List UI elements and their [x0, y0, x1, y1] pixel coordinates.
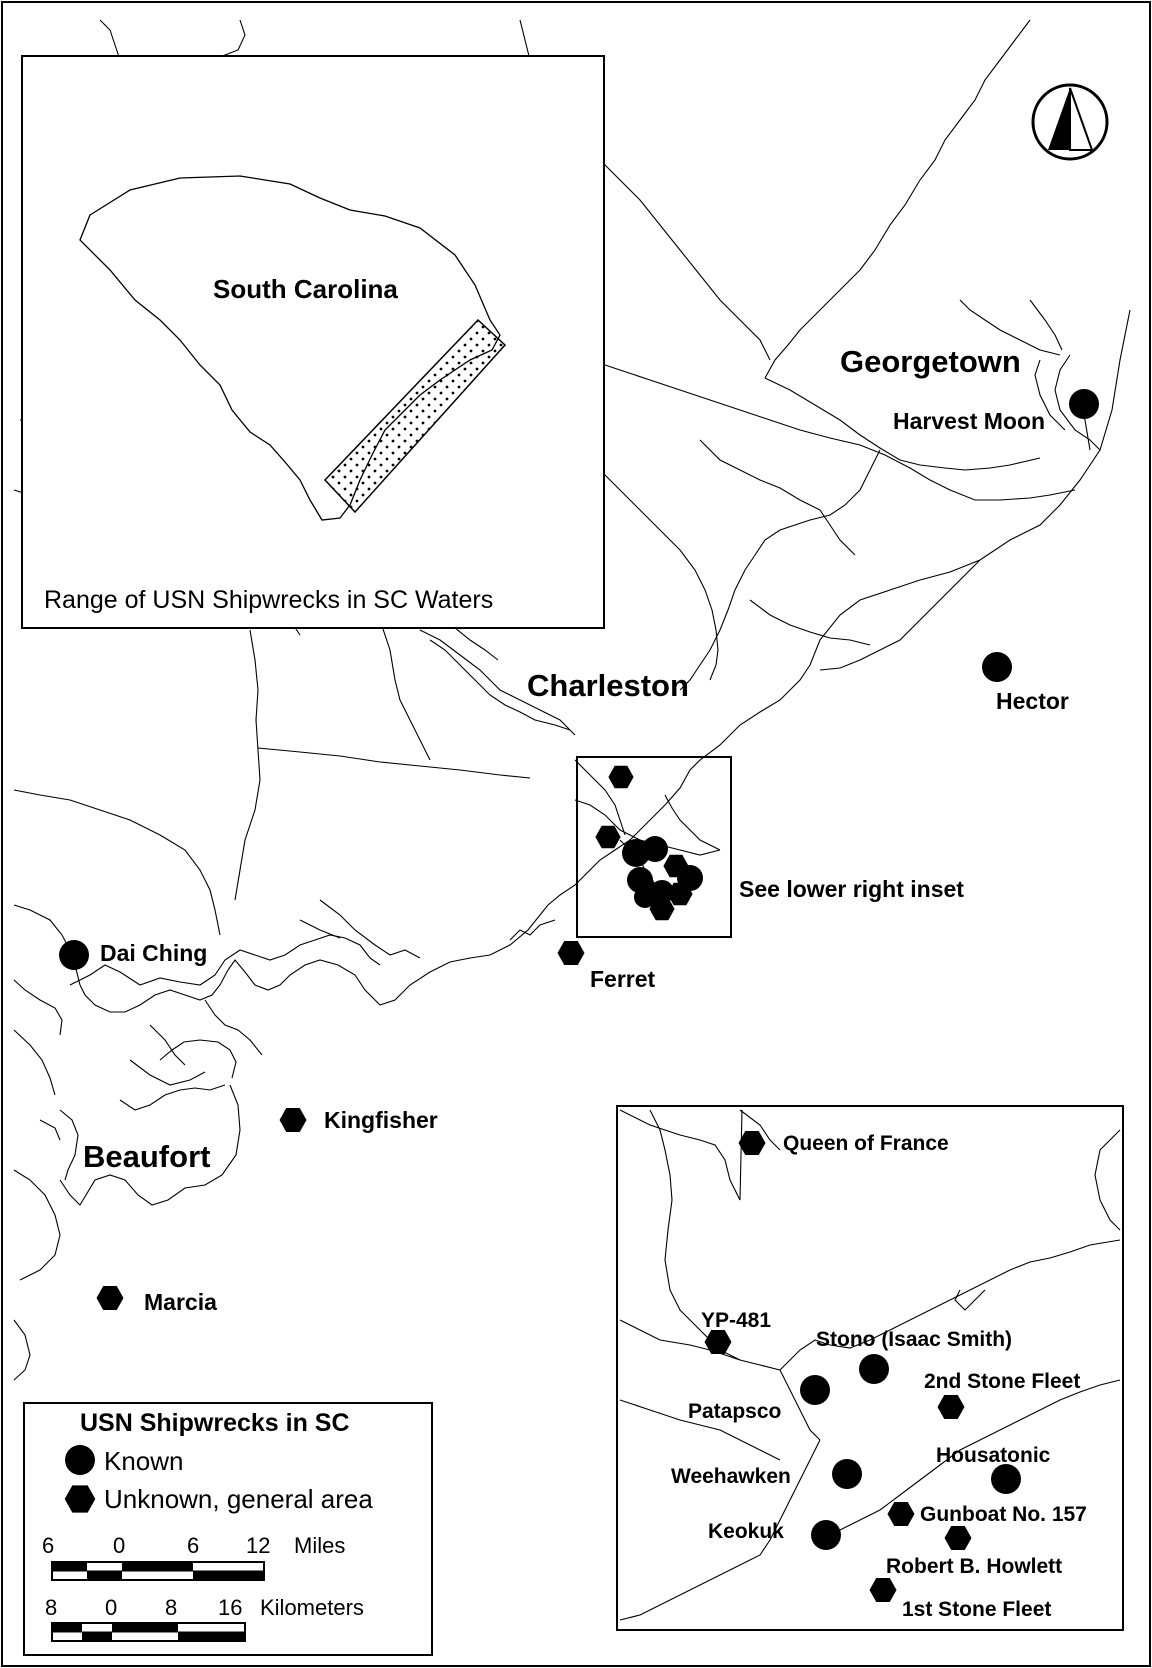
- harbor-callout-box: [576, 756, 732, 938]
- state-label: South Carolina: [213, 274, 398, 304]
- hector-marker: [982, 652, 1012, 682]
- label-queen-of-france: Queen of France: [783, 1132, 949, 1155]
- label-keokuk: Keokuk: [708, 1520, 784, 1543]
- north-arrow-icon: [1031, 83, 1109, 161]
- label-weehawken: Weehawken: [671, 1465, 791, 1488]
- harvest-moon-marker: [1069, 389, 1099, 419]
- km-tick-3: 8: [165, 1595, 178, 1620]
- dai-ching-marker: [59, 940, 89, 970]
- legend-known-marker: [65, 1445, 95, 1475]
- km-scale-bar: [51, 1622, 246, 1642]
- harbor-inset: [616, 1105, 1124, 1631]
- label-ferret: Ferret: [590, 966, 656, 992]
- miles-tick-4: 12: [246, 1533, 271, 1558]
- legend-unknown-label: Unknown, general area: [104, 1484, 373, 1514]
- label-yp-481: YP-481: [701, 1309, 772, 1332]
- ferret-marker: [557, 941, 585, 965]
- label-hector: Hector: [996, 688, 1069, 714]
- state-inset: [21, 55, 605, 629]
- miles-tick-1: 6: [42, 1533, 55, 1558]
- label-gunboat-157: Gunboat No. 157: [920, 1503, 1087, 1526]
- label-marcia: Marcia: [144, 1289, 217, 1315]
- state-inset-caption: Range of USN Shipwrecks in SC Waters: [44, 586, 494, 614]
- km-tick-2: 0: [105, 1595, 118, 1620]
- label-housatonic: Housatonic: [936, 1444, 1051, 1467]
- label-kingfisher: Kingfisher: [324, 1107, 438, 1133]
- legend-known-label: Known: [104, 1446, 184, 1476]
- km-unit-label: Kilometers: [260, 1595, 364, 1620]
- callout-label: See lower right inset: [739, 876, 964, 902]
- label-robert-howlett: Robert B. Howlett: [886, 1555, 1063, 1578]
- label-patapsco: Patapsco: [688, 1400, 782, 1423]
- kingfisher-marker: [279, 1108, 307, 1132]
- shipwreck-range-area: [323, 318, 507, 514]
- patapsco-marker: [800, 1375, 830, 1405]
- label-second-stone-fleet: 2nd Stone Fleet: [924, 1370, 1081, 1393]
- label-harvest-moon: Harvest Moon: [893, 408, 1046, 434]
- marcia-marker: [96, 1286, 124, 1310]
- housatonic-marker: [991, 1464, 1021, 1494]
- harbor-cluster-markers: [595, 765, 703, 921]
- label-stono: Stono (Isaac Smith): [816, 1328, 1013, 1351]
- legend-title: USN Shipwrecks in SC: [80, 1409, 350, 1437]
- km-tick-4: 16: [218, 1595, 243, 1620]
- city-georgetown: Georgetown: [840, 344, 1021, 379]
- weehawken-marker: [832, 1459, 862, 1489]
- label-dai-ching: Dai Ching: [100, 940, 208, 966]
- label-first-stone-fleet: 1st Stone Fleet: [902, 1598, 1052, 1621]
- miles-scale-bar: [51, 1561, 265, 1581]
- miles-unit-label: Miles: [294, 1533, 346, 1558]
- km-tick-1: 8: [45, 1595, 58, 1620]
- legend: [23, 1402, 433, 1656]
- miles-tick-3: 6: [187, 1533, 200, 1558]
- keokuk-marker: [811, 1520, 841, 1550]
- miles-tick-2: 0: [113, 1533, 126, 1558]
- city-charleston: Charleston: [527, 668, 689, 703]
- stono-marker: [859, 1354, 889, 1384]
- city-beaufort: Beaufort: [83, 1139, 211, 1174]
